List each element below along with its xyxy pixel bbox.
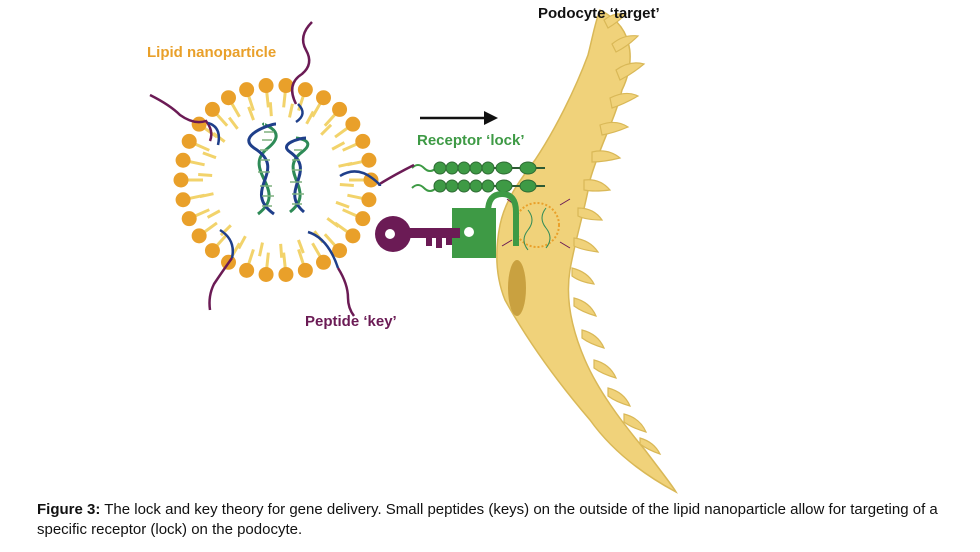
lipid-tail xyxy=(297,239,305,254)
lipid-tail xyxy=(282,92,287,108)
lipid-tail xyxy=(230,103,241,118)
lipid-tail xyxy=(297,95,305,112)
lipid-tail xyxy=(203,221,218,233)
lipid-head xyxy=(191,116,207,132)
lipid-head xyxy=(297,82,313,98)
figure-caption-text: The lock and key theory for gene deliver… xyxy=(37,501,938,538)
lipid-tail xyxy=(320,123,333,136)
lipid-tail xyxy=(311,103,322,118)
lipid-tail xyxy=(347,193,363,200)
lipid-tail xyxy=(227,116,239,130)
lipid-head xyxy=(278,78,294,94)
lipid-head xyxy=(355,133,371,149)
podocyte-cell xyxy=(495,8,678,494)
receptor-lock-chains xyxy=(411,161,545,193)
lipid-head xyxy=(239,262,255,278)
lipid-head xyxy=(191,228,207,244)
podocyte-foot-processes xyxy=(571,13,662,456)
lipid-tail xyxy=(194,208,210,218)
lipid-tail xyxy=(323,233,336,247)
lipid-tail xyxy=(247,248,255,265)
lipid-head xyxy=(332,101,348,117)
lipid-head xyxy=(345,116,361,132)
lipid-tail xyxy=(237,235,247,250)
lipid-head xyxy=(361,192,377,208)
lipid-tail xyxy=(265,252,270,268)
lipid-tail xyxy=(202,151,217,160)
podocyte-body xyxy=(495,8,678,494)
lipid-tail xyxy=(326,217,340,228)
lipid-tail xyxy=(338,161,353,168)
direction-arrow xyxy=(420,111,498,125)
lipid-nanoparticle xyxy=(173,78,379,282)
lipid-head xyxy=(204,101,220,117)
lipid-head xyxy=(355,211,371,227)
lipid-tail xyxy=(334,127,349,139)
figure-caption: Figure 3: The lock and key theory for ge… xyxy=(37,500,957,540)
lipid-head xyxy=(181,133,197,149)
lipid-tail xyxy=(198,173,213,178)
lipid-tail xyxy=(279,243,284,258)
lipid-tail xyxy=(206,209,221,219)
lipid-head xyxy=(361,152,377,168)
lipid-tail xyxy=(199,192,214,199)
figure-caption-prefix: Figure 3: xyxy=(37,501,101,518)
lipid-head xyxy=(258,266,274,282)
peptide-strands xyxy=(149,21,415,317)
podocyte-target-label: Podocyte ‘target’ xyxy=(538,5,660,22)
lipid-head xyxy=(316,90,331,106)
lipid-head xyxy=(175,152,191,168)
lipid-tail xyxy=(216,113,229,127)
lipid-head xyxy=(345,228,361,244)
lipid-tail xyxy=(216,233,229,247)
lipid-tail xyxy=(194,142,210,152)
lipid-tail xyxy=(219,224,232,237)
key-icon xyxy=(375,216,460,252)
lipid-tail xyxy=(282,252,287,268)
lipid-tail xyxy=(189,160,205,167)
peptide-key-label: Peptide ‘key’ xyxy=(305,313,397,330)
podocyte-nucleus xyxy=(508,260,526,316)
lipid-tail xyxy=(339,182,354,187)
lipid-nanoparticle-label: Lipid nanoparticle xyxy=(147,44,277,61)
lipid-tail xyxy=(265,92,270,108)
dna-double-helix-icon xyxy=(247,122,310,216)
lipid-head xyxy=(239,82,255,98)
lipid-head xyxy=(316,254,331,270)
lipid-head xyxy=(258,78,274,94)
endocytosed-peptide xyxy=(501,198,571,249)
lipid-tail xyxy=(297,248,305,265)
endocytosed-dna xyxy=(523,207,551,251)
lipid-tail xyxy=(305,110,315,125)
lipid-head xyxy=(221,90,236,106)
lipid-tail xyxy=(288,103,294,118)
lipid-tail xyxy=(311,242,322,257)
lipid-head xyxy=(173,172,189,188)
lipid-head xyxy=(278,266,294,282)
lipid-tail xyxy=(323,113,336,127)
lipid-tail xyxy=(331,141,346,151)
lipid-tail xyxy=(342,208,358,218)
lipid-head xyxy=(204,243,220,259)
lipid-head xyxy=(181,211,197,227)
lipid-head xyxy=(332,243,348,259)
lipid-tail xyxy=(268,102,273,117)
lipid-head xyxy=(175,192,191,208)
lipid-tail xyxy=(335,200,350,209)
lipid-tail xyxy=(247,106,255,121)
receptor-lock-label: Receptor ‘lock’ xyxy=(417,132,525,149)
lipid-tail xyxy=(342,142,358,152)
lipid-tail xyxy=(247,95,255,112)
lipid-head xyxy=(297,262,313,278)
lipid-tail xyxy=(258,242,264,257)
